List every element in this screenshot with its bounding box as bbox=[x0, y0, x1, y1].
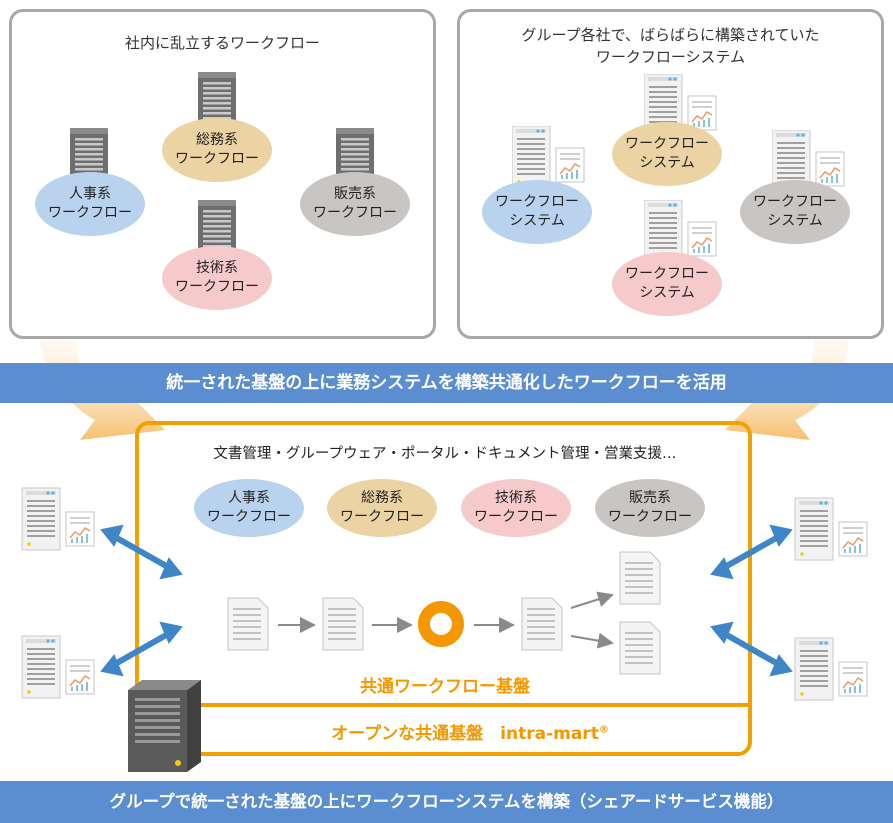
document-icon bbox=[227, 597, 269, 651]
oval-line1: 総務系 bbox=[196, 132, 238, 148]
oval-group-system-2: ワークフロー システム bbox=[482, 180, 592, 244]
oval-line2: ワークフロー bbox=[175, 151, 259, 167]
oval-line1: 人事系 bbox=[228, 490, 270, 506]
oval-soumu-workflow: 総務系 ワークフロー bbox=[162, 118, 272, 182]
oval-group-system-1: ワークフロー システム bbox=[612, 122, 722, 186]
oval-line1: 技術系 bbox=[495, 490, 537, 506]
top-banner: 統一された基盤の上に業務システムを構築共通化したワークフローを活用 bbox=[0, 363, 893, 403]
bottom-banner: グループで統一された基盤の上にワークフローシステムを構築（シェアードサービス機能… bbox=[0, 781, 893, 823]
left-panel-title: 社内に乱立するワークフロー bbox=[124, 34, 320, 52]
process-arrow bbox=[570, 632, 614, 649]
server-chart-icon bbox=[794, 497, 868, 561]
sync-arrows bbox=[100, 524, 793, 677]
server-chart-icon bbox=[794, 637, 868, 701]
oval-gijutsu-workflow: 技術系 ワークフロー bbox=[162, 246, 272, 310]
oval-line1: ワークフロー bbox=[753, 194, 837, 210]
open-platform-label: オープンな共通基盤 intra-mart® bbox=[230, 719, 710, 744]
oval-group-system-3: ワークフロー システム bbox=[740, 180, 850, 244]
right-panel-title-line1: グループ各社で、ばらばらに構築されていた bbox=[521, 26, 820, 44]
oval-line2: システム bbox=[509, 213, 565, 229]
oval-line1: 販売系 bbox=[629, 490, 671, 506]
approval-ring-icon bbox=[418, 601, 464, 647]
oval-platform-hanbai: 販売系 ワークフロー bbox=[595, 479, 705, 537]
oval-line2: ワークフロー bbox=[474, 509, 558, 525]
common-workflow-label: 共通ワークフロー基盤 bbox=[360, 677, 530, 697]
oval-platform-jinji: 人事系 ワークフロー bbox=[194, 479, 304, 537]
oval-line1: 販売系 bbox=[334, 186, 376, 202]
common-platform-box bbox=[135, 421, 752, 756]
document-icon bbox=[619, 621, 661, 675]
oval-line2: ワークフロー bbox=[608, 509, 692, 525]
oval-line2: システム bbox=[639, 285, 695, 301]
process-arrow bbox=[570, 591, 614, 609]
oval-line2: ワークフロー bbox=[207, 509, 291, 525]
document-icon bbox=[521, 597, 563, 651]
oval-line2: ワークフロー bbox=[48, 205, 132, 221]
oval-line2: ワークフロー bbox=[313, 205, 397, 221]
oval-line2: システム bbox=[639, 155, 695, 171]
oval-platform-gijutsu: 技術系 ワークフロー bbox=[461, 479, 571, 537]
oval-line2: システム bbox=[767, 213, 823, 229]
server-chart-icon bbox=[21, 635, 95, 699]
oval-hanbai-workflow: 販売系 ワークフロー bbox=[300, 172, 410, 236]
platform-divider bbox=[200, 703, 752, 707]
document-icon bbox=[322, 597, 364, 651]
server-chart-icon bbox=[21, 487, 95, 551]
apps-text: 文書管理・グループウェア・ポータル・ドキュメント管理・営業支援… bbox=[213, 446, 677, 462]
oval-line1: 総務系 bbox=[361, 490, 403, 506]
oval-line1: 技術系 bbox=[196, 260, 238, 276]
oval-line1: 人事系 bbox=[69, 186, 111, 202]
oval-line1: ワークフロー bbox=[625, 266, 709, 282]
oval-line1: ワークフロー bbox=[625, 136, 709, 152]
oval-platform-soumu: 総務系 ワークフロー bbox=[327, 479, 437, 537]
oval-group-system-4: ワークフロー システム bbox=[612, 252, 722, 316]
oval-jinji-workflow: 人事系 ワークフロー bbox=[35, 172, 145, 236]
open-platform-text: オープンな共通基盤 intra-mart bbox=[331, 724, 599, 744]
oval-line2: ワークフロー bbox=[340, 509, 424, 525]
oval-line2: ワークフロー bbox=[175, 279, 259, 295]
registered-mark: ® bbox=[598, 724, 609, 736]
oval-line1: ワークフロー bbox=[495, 194, 579, 210]
platform-server-icon bbox=[128, 680, 201, 772]
right-panel-title-line2: ワークフローシステム bbox=[595, 48, 746, 66]
document-icon bbox=[619, 551, 661, 605]
